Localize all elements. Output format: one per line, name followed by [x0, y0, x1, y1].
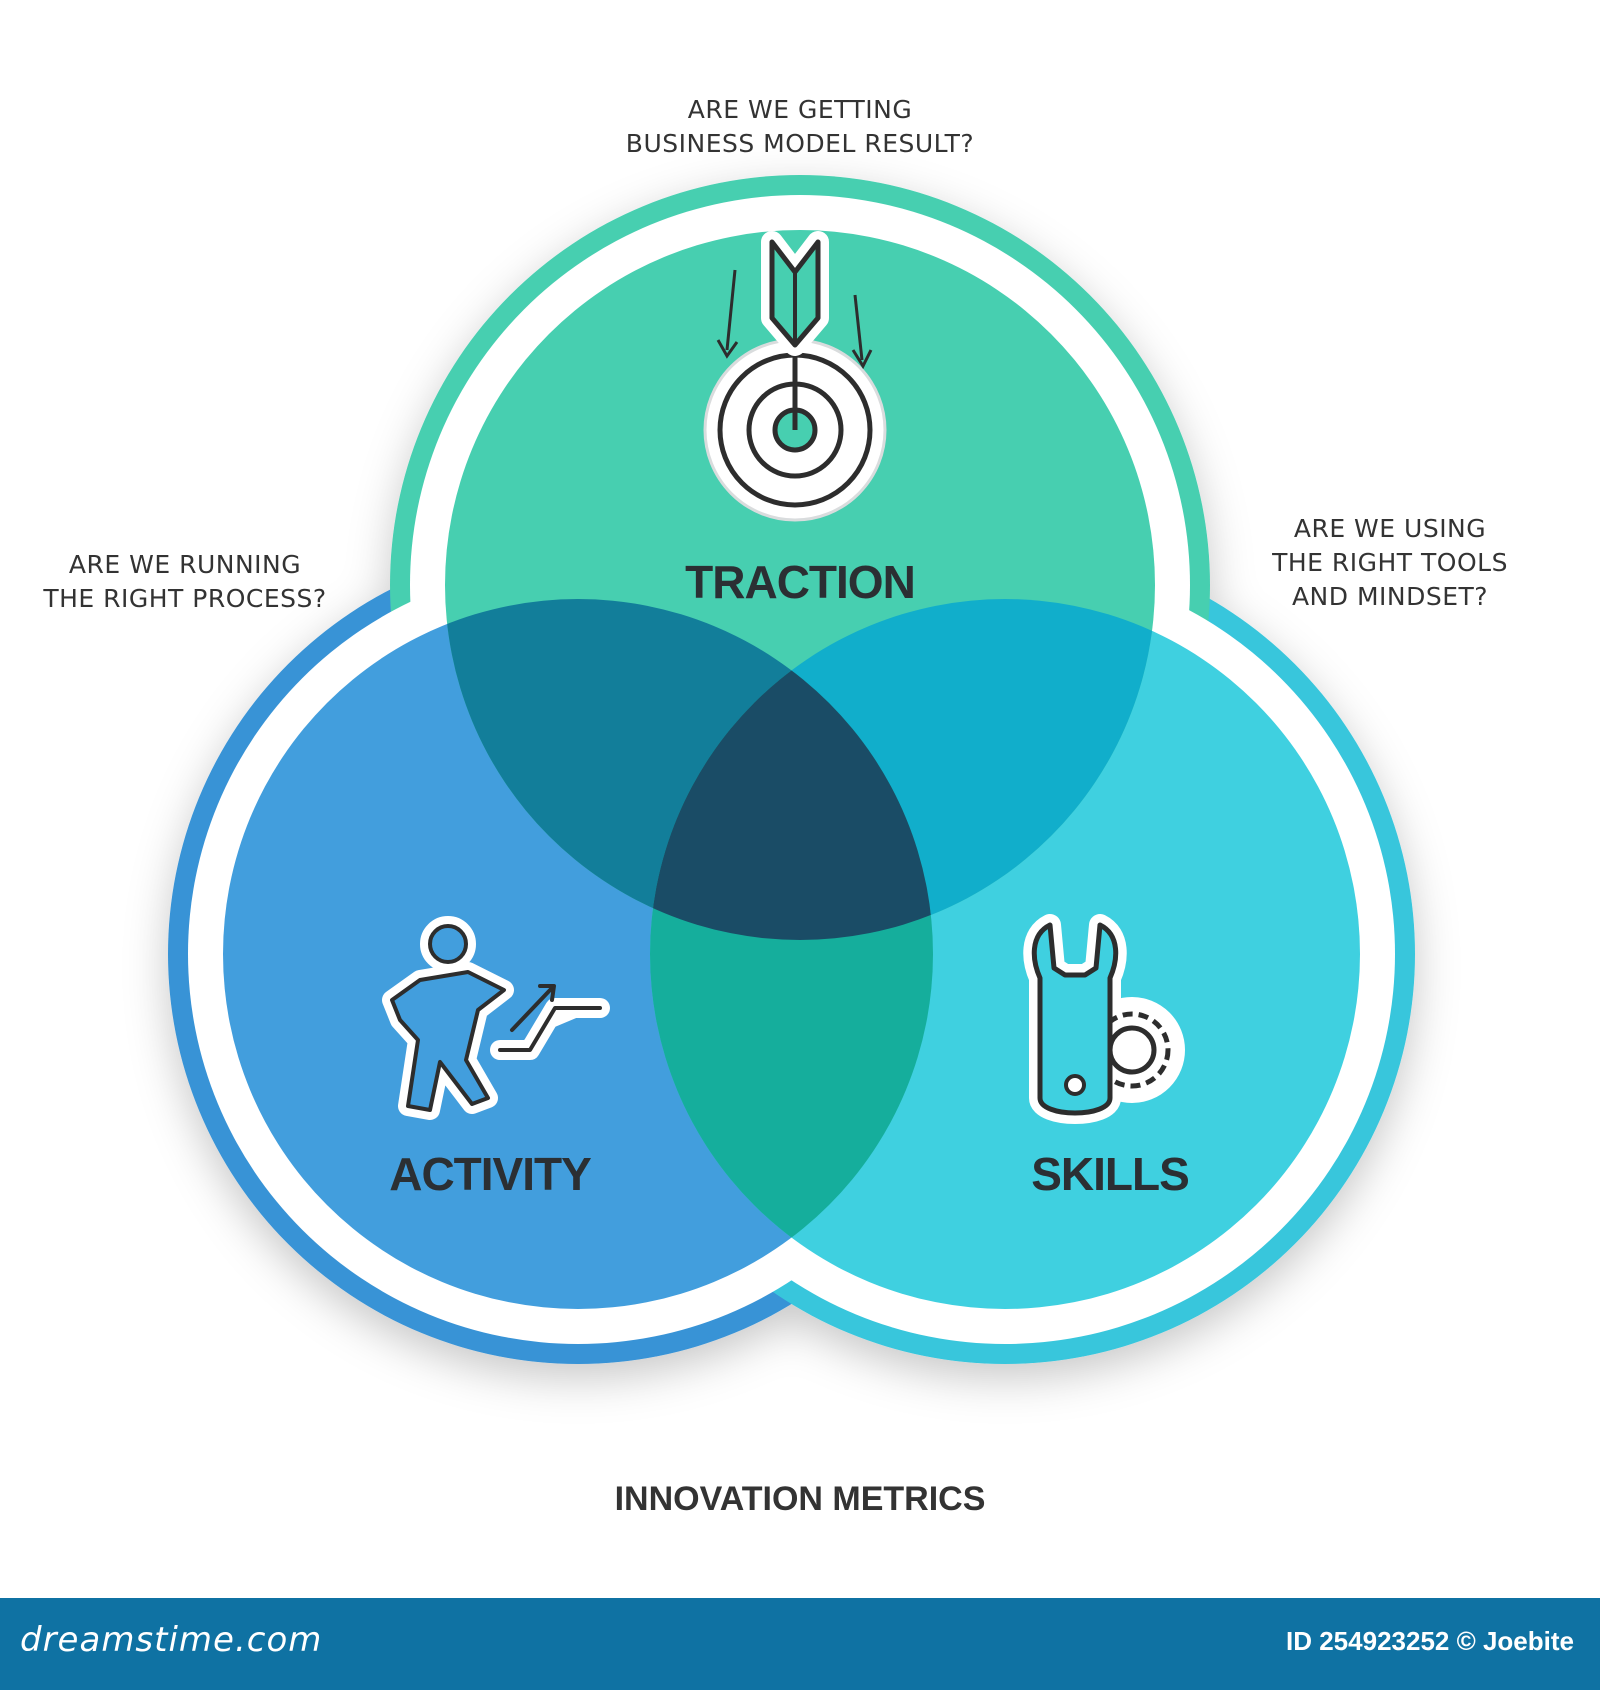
question-skills-line-1: ARE WE USING	[1293, 514, 1487, 543]
question-traction-line-1: ARE WE GETTING	[687, 95, 913, 124]
label-activity: ACTIVITY	[389, 1148, 592, 1200]
question-activity: ARE WE RUNNING THE RIGHT PROCESS?	[30, 548, 340, 616]
question-traction-line-2: BUSINESS MODEL RESULT?	[625, 129, 975, 158]
label-skills: SKILLS	[1031, 1148, 1190, 1200]
question-traction: ARE WE GETTING BUSINESS MODEL RESULT?	[600, 93, 1000, 161]
question-skills-line-2: THE RIGHT TOOLS	[1272, 548, 1508, 577]
question-activity-line-1: ARE WE RUNNING	[68, 550, 302, 579]
footer-credit: ID 254923252 © Joebite	[1286, 1626, 1574, 1656]
running-man-stairs-icon	[382, 916, 610, 1120]
question-skills-line-3: AND MINDSET?	[1291, 582, 1489, 611]
wrench-gear-icon	[1023, 914, 1185, 1124]
diagram-title: INNOVATION METRICS	[614, 1480, 986, 1518]
label-traction: TRACTION	[685, 556, 916, 608]
overlap-traction-skills	[650, 599, 1155, 940]
target-arrow-icon	[703, 231, 887, 522]
footer-bar: dreamstime.com ID 254923252 © Joebite	[0, 1598, 1600, 1690]
overlap-traction-activity	[445, 599, 933, 940]
footer-brand: dreamstime.com	[20, 1620, 323, 1660]
question-skills: ARE WE USING THE RIGHT TOOLS AND MINDSET…	[1250, 512, 1530, 614]
question-activity-line-2: THE RIGHT PROCESS?	[43, 584, 327, 613]
